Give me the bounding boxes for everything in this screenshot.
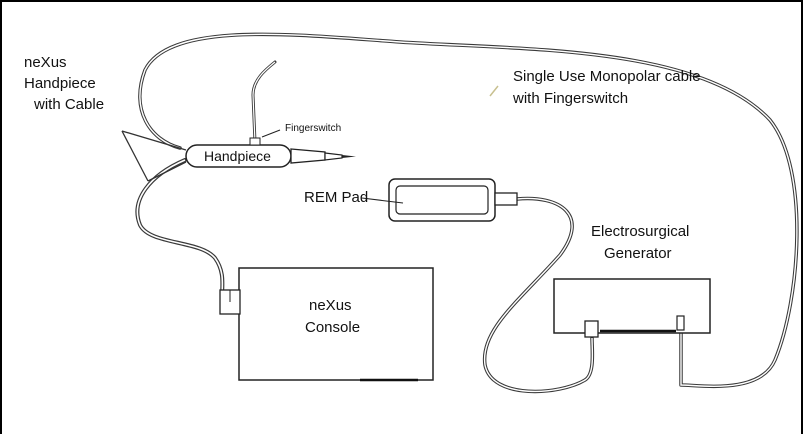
label-handpiece-cable-3: with Cable (33, 96, 104, 113)
monopolar-pointer (489, 85, 499, 97)
monopolar-cable (138, 32, 799, 389)
label-generator-2: Generator (604, 245, 672, 262)
rem-pad-cable (482, 196, 595, 394)
label-fingerswitch: Fingerswitch (285, 123, 341, 134)
label-monopolar-1: Single Use Monopolar cable (513, 68, 701, 85)
fingerswitch-pointer (261, 129, 281, 138)
label-console-1: neXus (309, 297, 352, 314)
handpiece (185, 137, 356, 168)
fingerswitch-branch-cable (251, 60, 277, 144)
label-handpiece-cable-1: neXus (24, 54, 67, 71)
label-monopolar-2: with Fingerswitch (512, 90, 628, 107)
nexus-console (219, 267, 434, 382)
cable-triangle (121, 130, 187, 182)
label-handpiece-cable-2: Handpiece (24, 75, 96, 92)
handpiece-console-cable (135, 158, 225, 300)
electrosurgical-generator (553, 278, 711, 338)
label-rem-pad: REM Pad (304, 189, 368, 206)
rem-pad (361, 178, 518, 222)
label-generator-1: Electrosurgical (591, 223, 689, 240)
label-handpiece: Handpiece (204, 148, 271, 164)
label-console-2: Console (305, 319, 360, 336)
